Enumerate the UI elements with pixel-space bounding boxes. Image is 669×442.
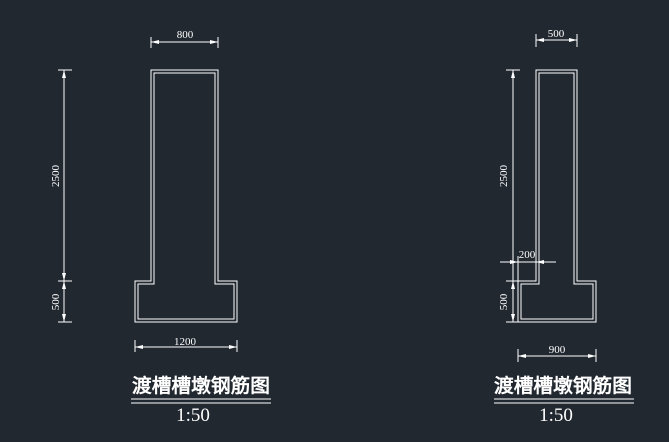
right-dim-step: 200 — [500, 249, 556, 281]
right-dim-height-label: 2500 — [498, 165, 510, 188]
left-dim-bottom-label: 1200 — [174, 336, 197, 348]
left-dim-height-label: 2500 — [50, 165, 62, 188]
right-pier-outline-inner — [520, 72, 594, 320]
right-pier-drawing: 500 2500 500 200 — [494, 28, 634, 426]
left-dim-top-label: 800 — [177, 29, 194, 41]
left-pier-outline-outer — [134, 69, 238, 323]
left-dim-base-height-label: 500 — [50, 293, 62, 310]
right-scale: 1:50 — [539, 405, 573, 426]
left-scale: 1:50 — [176, 405, 210, 426]
left-dim-top: 800 — [150, 29, 219, 48]
right-dim-vertical: 2500 500 — [498, 69, 520, 323]
right-pier-outline-outer — [517, 69, 597, 323]
right-dim-base-height-label: 500 — [498, 293, 510, 310]
left-title-block: 渡槽槽墩钢筋图 1:50 — [131, 374, 271, 426]
left-pier-outline-inner — [137, 72, 235, 320]
right-dim-top: 500 — [535, 28, 578, 47]
left-pier-drawing: 800 2500 500 1200 渡槽槽墩钢筋图 — [50, 29, 271, 426]
right-dim-top-label: 500 — [548, 28, 565, 40]
right-title: 渡槽槽墩钢筋图 — [494, 374, 632, 397]
right-dim-step-label: 200 — [519, 249, 536, 261]
right-title-block: 渡槽槽墩钢筋图 1:50 — [494, 374, 634, 426]
right-dim-bottom-label: 900 — [549, 344, 566, 356]
right-dim-bottom: 900 — [517, 344, 597, 362]
left-title: 渡槽槽墩钢筋图 — [132, 374, 270, 397]
left-dim-vertical: 2500 500 — [50, 69, 72, 323]
left-dim-bottom: 1200 — [134, 336, 238, 352]
